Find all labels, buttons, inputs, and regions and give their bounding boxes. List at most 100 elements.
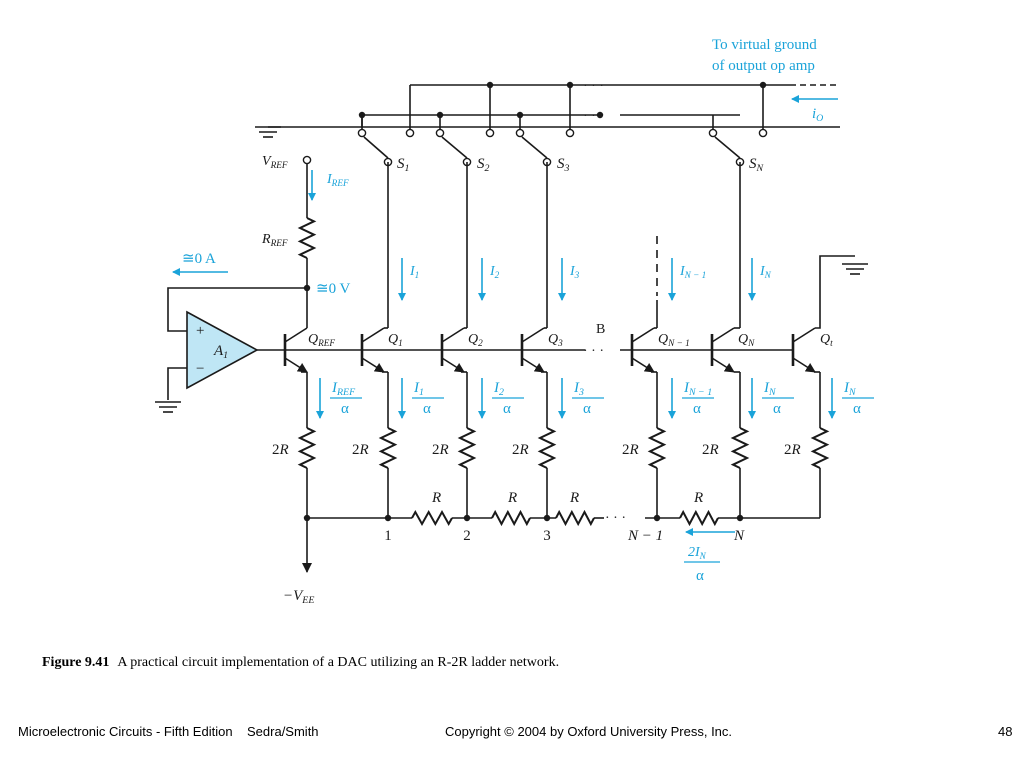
footer-page-number: 48 [998, 724, 1013, 739]
node-label-2: 2 [463, 528, 471, 544]
resistor-r-label-3: R [693, 490, 703, 506]
emitter-current-label-2: I2 [493, 380, 504, 398]
vref-label: VREF [262, 154, 288, 170]
junction-dot [384, 514, 392, 522]
qt-collector-wire [815, 255, 855, 329]
approx-0a-label: ≅0 A [182, 251, 216, 267]
resistor-2r-label-1: 2R [352, 442, 369, 458]
resistor-2r-label-2: 2R [432, 442, 449, 458]
q2-emitter [441, 357, 465, 373]
emitter-current-label-3: I3 [573, 380, 584, 398]
resistor-2r-label-6: 2R [784, 442, 801, 458]
resistor-2r-4 [647, 427, 667, 469]
terminal-open-circle [565, 128, 575, 138]
transistor-label-1: Q1 [388, 332, 403, 348]
junction-dot [543, 514, 551, 522]
switch-label-S3: S3 [557, 156, 570, 174]
annotations: + − · · · · · · · · · · · · To virtual ground o… [172, 37, 874, 606]
qref-emitter [284, 357, 308, 373]
qt-emitter [792, 357, 816, 373]
output-label-line2: of output op amp [712, 58, 815, 74]
terminal-open-circle [302, 155, 312, 165]
opamp-a1 [186, 310, 259, 390]
opamp-minus: − [196, 361, 204, 377]
qref-label: QREF [308, 332, 335, 348]
qn-emitter [711, 357, 735, 373]
current-fraction-denominator: α [583, 401, 591, 417]
io-label: iO [812, 106, 823, 124]
ladder-resistor-3 [555, 509, 595, 527]
transistor-label-3: Q3 [548, 332, 563, 348]
switch-blade-1 [363, 136, 389, 159]
resistor-2r-label-4: 2R [622, 442, 639, 458]
switch-label-S2: S2 [477, 156, 490, 174]
emitter-current-label-1: I1 [413, 380, 424, 398]
qn-1-collector [631, 327, 655, 343]
ellipsis: · · · [605, 511, 626, 526]
transistor-label-4: QN − 1 [658, 332, 690, 348]
collector-current-label-3: I3 [569, 264, 580, 280]
terminal-open-circle [405, 128, 415, 138]
collector-current-label-5: IN [759, 264, 772, 280]
opamp-plus: + [196, 323, 204, 339]
emitter-current-label-0: IREF [331, 380, 356, 398]
current-fraction-denominator: α [503, 401, 511, 417]
q3-collector [521, 327, 545, 343]
transistor-label-6: Qt [820, 332, 833, 348]
junction-dot [653, 514, 661, 522]
ladder-resistor-n [679, 509, 719, 527]
resistor-2r-6 [810, 427, 830, 469]
transistor-label-5: QN [738, 332, 755, 348]
terminal-open-circle [357, 128, 367, 138]
switch-blade-4 [714, 136, 741, 159]
opamp-ground-wire [167, 367, 187, 400]
resistor-2r-label-3: 2R [512, 442, 529, 458]
q3-emitter [521, 357, 545, 373]
resistor-2r-0 [297, 427, 317, 469]
ladder-resistor-1 [411, 509, 453, 527]
resistor-r-label-2: R [569, 490, 579, 506]
footer-copyright: Copyright © 2004 by Oxford University Pr… [445, 724, 733, 739]
footer-book-title: Microelectronic Circuits - Fifth Edition… [18, 724, 319, 739]
ladder-current-denominator: α [696, 568, 704, 584]
circuit-wires [155, 81, 868, 573]
qn-collector [711, 327, 735, 343]
terminal-open-circle [435, 128, 445, 138]
qt-collector [792, 327, 816, 343]
ellipsis: · · · [583, 344, 604, 359]
node-label-5: N [733, 528, 745, 544]
q2-collector [441, 327, 465, 343]
emitter-current-label-6: IN [843, 380, 857, 398]
terminal-open-circle [708, 128, 718, 138]
collector-current-label-4: IN − 1 [679, 264, 706, 280]
resistor-r-label-1: R [507, 490, 517, 506]
iref-label: IREF [326, 172, 349, 188]
terminal-open-circle [485, 128, 495, 138]
output-label-line1: To virtual ground [712, 37, 817, 53]
ladder-resistor-2 [491, 509, 531, 527]
node-label-1: 1 [384, 528, 392, 544]
emitter-current-label-4: IN − 1 [683, 380, 712, 398]
collector-current-label-1: I1 [409, 264, 419, 280]
switch-blade-2 [441, 136, 468, 159]
q1-emitter [361, 357, 385, 373]
resistor-2r-2 [457, 427, 477, 469]
emitter-current-label-5: IN [763, 380, 777, 398]
resistor-rref [297, 217, 317, 259]
resistor-2r-label-0: 2R [272, 442, 289, 458]
approx-0v-label: ≅0 V [316, 281, 351, 297]
node-label-4: N − 1 [627, 528, 663, 544]
rref-label: RREF [261, 232, 288, 248]
resistor-2r-1 [378, 427, 398, 469]
resistor-r-label-0: R [431, 490, 441, 506]
switch-blade-3 [521, 136, 548, 159]
vee-label: −VEE [283, 588, 314, 606]
ellipsis: · · · [583, 109, 604, 124]
ellipsis: · · · [583, 79, 604, 94]
switch-label-SN: SN [749, 156, 765, 174]
figure-caption: Figure 9.41 A practical circuit implement… [42, 655, 559, 671]
terminal-open-circle [758, 128, 768, 138]
node-b-label: B [596, 322, 605, 337]
figure-number: Figure 9.41 [42, 655, 110, 670]
figure-text: A practical circuit implementation of a … [117, 655, 560, 670]
